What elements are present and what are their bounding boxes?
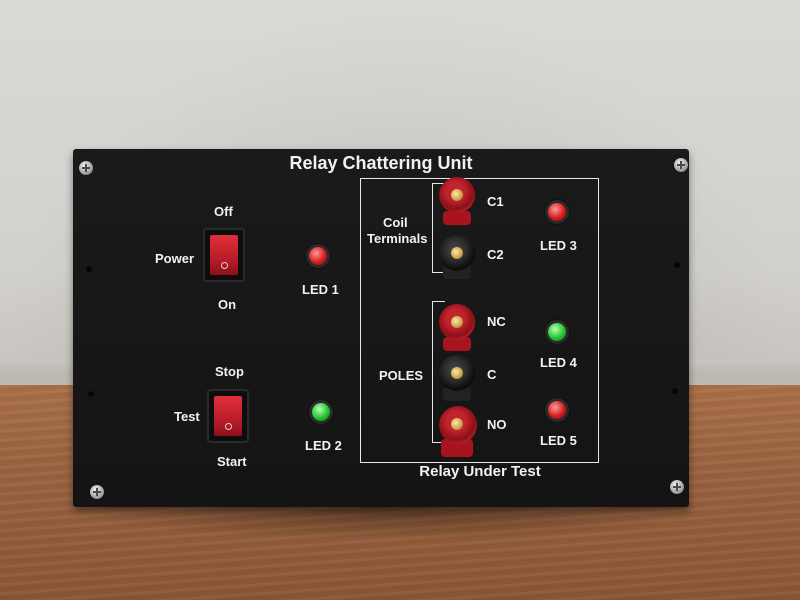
no-label: NO: [487, 417, 507, 432]
mount-hole-right-upper: [673, 261, 681, 269]
screw-bottom-right-icon: [670, 480, 684, 494]
c-terminal-base: [443, 387, 471, 401]
no-terminal-post[interactable]: [439, 406, 477, 444]
c2-label: C2: [487, 247, 504, 262]
mount-hole-left-lower: [87, 390, 95, 398]
test-stop-label: Stop: [215, 364, 244, 379]
led-1-label: LED 1: [302, 282, 339, 297]
led-3-indicator: [548, 203, 566, 221]
coil-terminals-label: Terminals: [367, 231, 428, 246]
poles-label: POLES: [379, 368, 424, 383]
c-terminal-post[interactable]: [439, 355, 475, 391]
screw-top-right-icon: [674, 158, 688, 172]
relay-under-test-box: [360, 178, 599, 463]
nc-label: NC: [487, 314, 506, 329]
led-2-indicator: [312, 403, 330, 421]
c2-terminal-post[interactable]: [439, 235, 475, 271]
no-terminal-base: [441, 439, 473, 457]
control-panel: Relay Chattering Unit Off Power On Stop …: [73, 149, 689, 507]
screw-bottom-left-icon: [90, 485, 104, 499]
test-rocker-icon: [214, 396, 242, 436]
power-on-label: On: [218, 297, 237, 312]
test-rocker-switch[interactable]: [207, 389, 249, 443]
led-2-label: LED 2: [305, 438, 342, 453]
coil-bracket: [432, 183, 445, 273]
relay-under-test-label: Relay Under Test: [419, 463, 541, 480]
test-start-label: Start: [217, 454, 247, 469]
led-5-indicator: [548, 401, 566, 419]
c-label: C: [487, 367, 497, 382]
power-off-label: Off: [214, 204, 233, 219]
led-1-indicator: [309, 247, 327, 265]
coil-label: Coil: [383, 215, 408, 230]
c1-terminal-post[interactable]: [439, 177, 475, 213]
mount-hole-left-upper: [85, 265, 93, 273]
test-label: Test: [174, 409, 200, 424]
screw-top-left-icon: [79, 161, 93, 175]
led-4-indicator: [548, 323, 566, 341]
power-rocker-switch[interactable]: [203, 228, 245, 282]
poles-bracket: [432, 301, 445, 443]
led-3-label: LED 3: [540, 238, 577, 253]
power-label: Power: [155, 251, 195, 266]
led-5-label: LED 5: [540, 433, 577, 448]
mount-hole-right-lower: [671, 387, 679, 395]
c1-label: C1: [487, 194, 504, 209]
power-rocker-icon: [210, 235, 238, 275]
nc-terminal-base: [443, 337, 471, 351]
panel-title: Relay Chattering Unit: [289, 153, 473, 173]
c1-terminal-base: [443, 211, 471, 225]
led-4-label: LED 4: [540, 355, 577, 370]
nc-terminal-post[interactable]: [439, 304, 475, 340]
